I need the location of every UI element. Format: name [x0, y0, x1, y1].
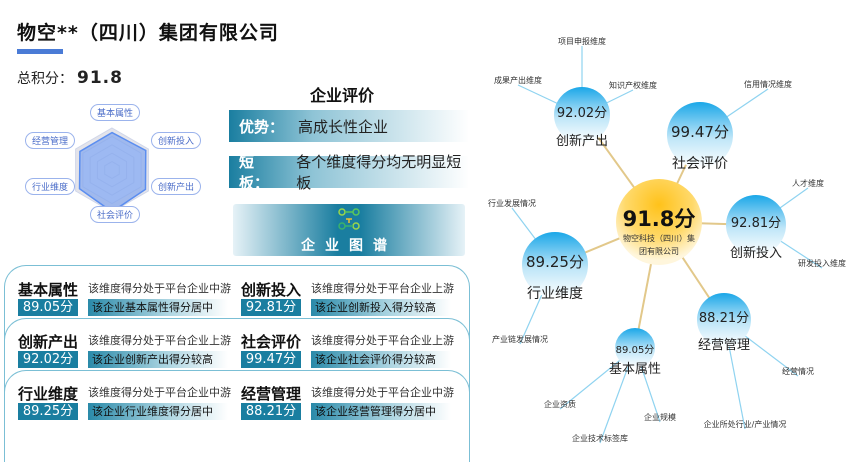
- leaf-label: 产业链发展情况: [492, 334, 548, 344]
- dimension-node: [726, 195, 786, 255]
- node-name: 经营管理: [698, 338, 750, 353]
- enterprise-graph-button[interactable]: 企业图谱: [233, 204, 465, 256]
- leaf-label: 信用情况维度: [744, 79, 792, 89]
- node-name: 基本属性: [609, 362, 661, 377]
- leaf-label: 企业规模: [644, 412, 676, 422]
- dimension-desc: 该维度得分处于平台企业中游: [311, 386, 454, 399]
- node-score: 89.25分: [526, 253, 584, 271]
- dimension-name: 社会评价: [241, 333, 302, 351]
- dimension-note: 该企业社会评价得分较高: [311, 351, 451, 368]
- dimension-node: [522, 232, 588, 298]
- center-score: 91.8分: [623, 207, 696, 231]
- total-score: 总积分：91.8: [17, 68, 123, 88]
- radar-label-innovation-input: 创新投入: [151, 132, 202, 149]
- dimension-name: 基本属性: [18, 281, 79, 299]
- node-score: 99.47分: [671, 123, 729, 141]
- dimension-name: 创新投入: [241, 281, 302, 299]
- dimension-note: 该企业行业维度得分居中: [88, 403, 228, 420]
- leaf-label: 成果产出维度: [494, 75, 542, 85]
- dimension-node: [554, 87, 610, 143]
- dimension-score: 99.47分: [241, 351, 301, 368]
- leaf-label: 人才维度: [792, 178, 824, 188]
- graph-icon: [338, 208, 360, 230]
- leaf-label: 经营情况: [782, 366, 814, 376]
- dimension-desc: 该维度得分处于平台企业上游: [311, 282, 454, 295]
- node-score: 88.21分: [699, 311, 749, 326]
- evaluation-title: 企业评价: [310, 86, 375, 105]
- title-underline: [17, 49, 63, 54]
- radar-label-management: 经营管理: [25, 132, 76, 149]
- weakness-bar: 短板：各个维度得分均无明显短板: [229, 153, 469, 192]
- node-score: 92.81分: [731, 216, 781, 231]
- dimension-score: 92.81分: [241, 299, 301, 316]
- leaf-label: 企业所处行业/产业情况: [704, 419, 787, 429]
- dimension-desc: 该维度得分处于平台企业上游: [88, 334, 231, 347]
- leaf-label: 知识产权维度: [609, 80, 657, 90]
- node-score: 92.02分: [557, 106, 607, 121]
- node-score: 89.05分: [616, 344, 655, 356]
- leaf-label: 项目申报维度: [558, 36, 606, 46]
- dimension-note: 该企业经营管理得分居中: [311, 403, 451, 420]
- node-name: 创新投入: [730, 245, 782, 261]
- node-name: 创新产出: [556, 133, 608, 149]
- company-title: 物空**（四川）集团有限公司: [17, 22, 279, 44]
- dimension-score: 89.05分: [18, 299, 78, 316]
- dimension-node: [667, 102, 733, 168]
- dimension-desc: 该维度得分处于平台企业中游: [88, 386, 231, 399]
- radar-chart: [75, 127, 149, 213]
- leaf-label: 企业技术标签库: [572, 433, 628, 443]
- radar-label-industry: 行业维度: [25, 178, 76, 195]
- dimension-desc: 该维度得分处于平台企业中游: [88, 282, 231, 295]
- node-name: 社会评价: [672, 156, 728, 172]
- radar-label-basic: 基本属性: [90, 104, 141, 121]
- node-name: 行业维度: [527, 286, 583, 302]
- dimension-note: 该企业创新产出得分较高: [88, 351, 228, 368]
- center-node: [616, 179, 702, 265]
- dimension-name: 创新产出: [18, 333, 79, 351]
- center-name: 物空科技（四川）集: [623, 233, 695, 243]
- leaf-label: 研发投入维度: [798, 258, 846, 268]
- leaf-label: 企业资质: [544, 399, 576, 409]
- dimension-node: [615, 328, 655, 368]
- dimension-score: 88.21分: [241, 403, 301, 420]
- strength-bar: 优势：高成长性企业: [229, 110, 469, 142]
- dimension-desc: 该维度得分处于平台企业上游: [311, 334, 454, 347]
- center-name: 团有限公司: [639, 246, 679, 256]
- radar-label-innovation-output: 创新产出: [151, 178, 202, 195]
- dimension-score: 92.02分: [18, 351, 78, 368]
- total-score-value: 91.8: [77, 68, 123, 88]
- dimension-note: 该企业创新投入得分较高: [311, 299, 451, 316]
- dimension-name: 行业维度: [18, 385, 79, 403]
- dimension-name: 经营管理: [241, 385, 302, 403]
- dimension-score: 89.25分: [18, 403, 78, 420]
- leaf-label: 行业发展情况: [488, 198, 536, 208]
- dimension-note: 该企业基本属性得分居中: [88, 299, 228, 316]
- dimension-node: [697, 293, 751, 347]
- radar-label-social: 社会评价: [90, 206, 141, 223]
